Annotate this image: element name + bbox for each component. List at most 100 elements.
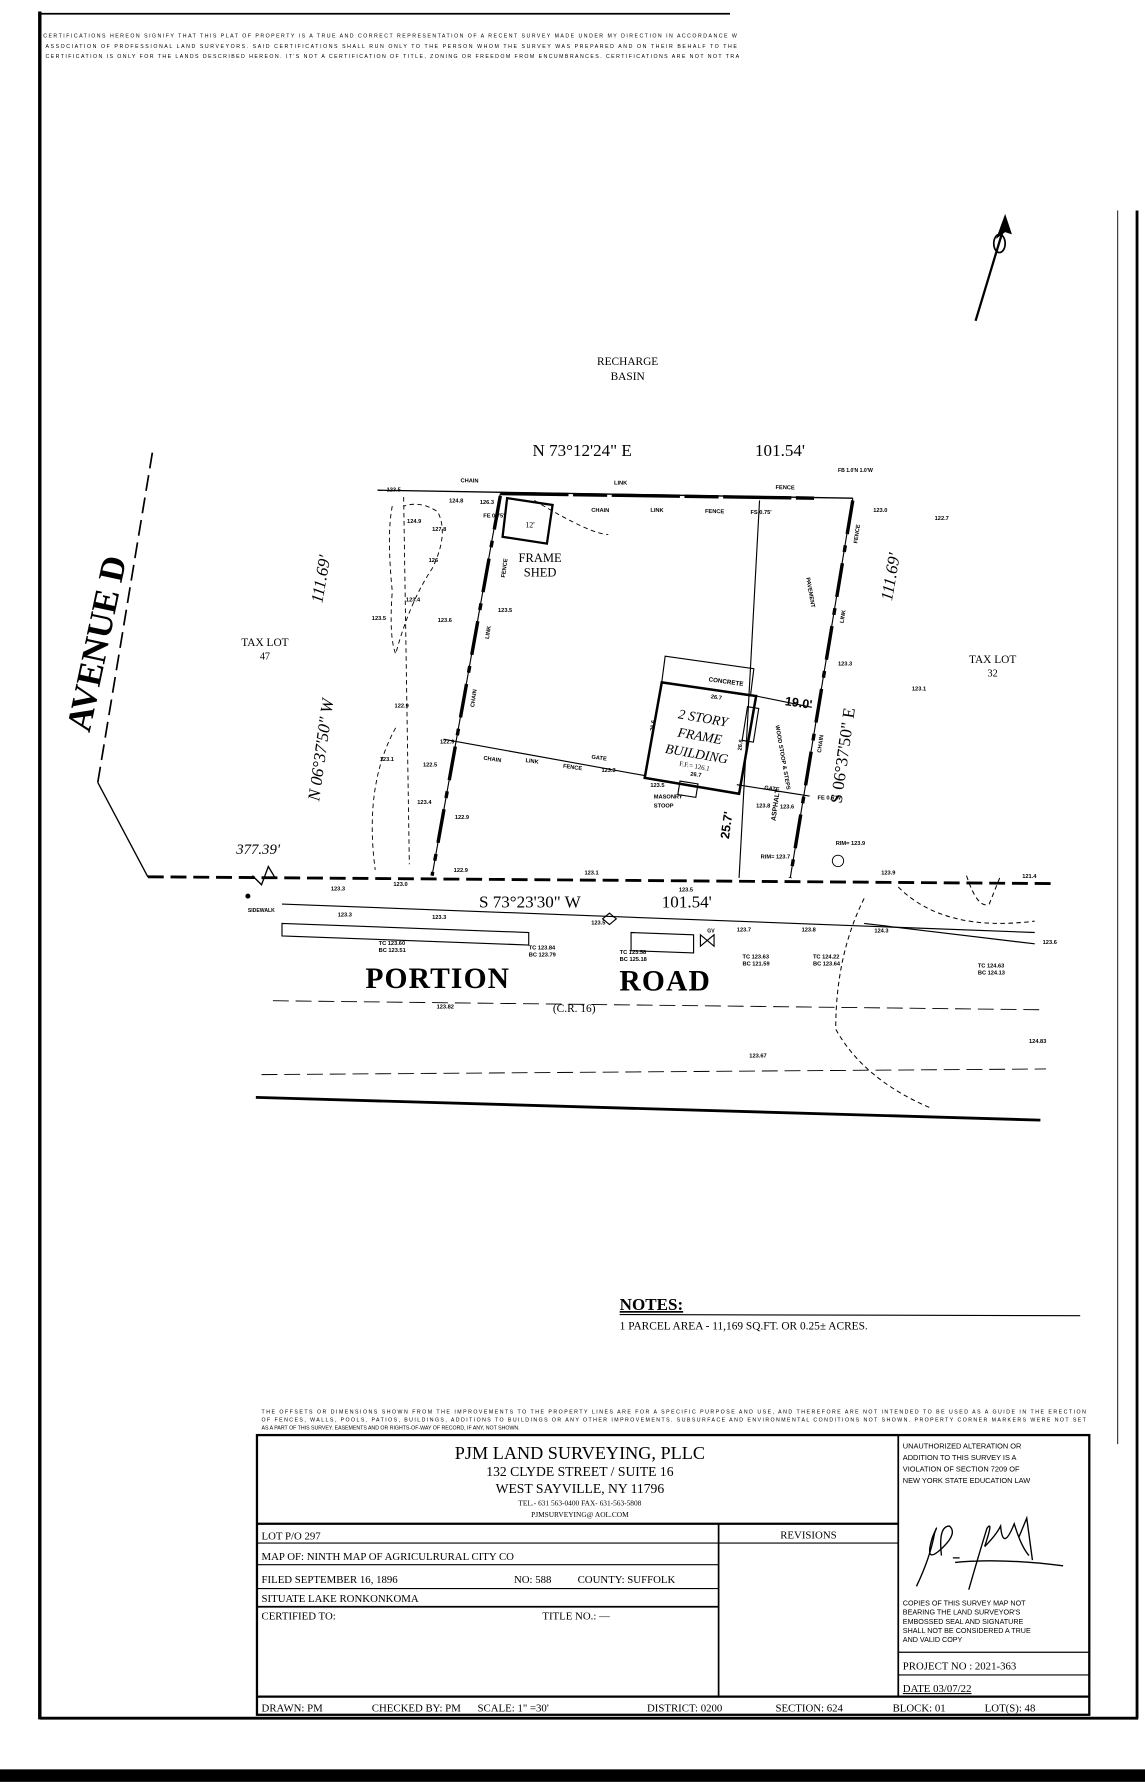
avenue-d-line [96, 452, 154, 878]
map-annotation: 123.4 [406, 598, 421, 604]
svg-text:ADDITION TO THIS SURVEY IS A: ADDITION TO THIS SURVEY IS A [903, 1453, 1017, 1462]
map-of-field: MAP OF: NINTH MAP OF AGRICULRURAL CITY C… [262, 1551, 515, 1563]
map-annotation: SIDEWALK [248, 908, 275, 914]
title-number-field: TITLE NO.: — [542, 1610, 610, 1622]
company-email: PJMSURVEYING@ AOL.COM [531, 1510, 629, 1519]
map-annotation: 26.7 [710, 694, 722, 701]
map-annotation: TC 123.84 [529, 946, 556, 952]
east-bearing: S 06°37'50" E [827, 706, 859, 804]
map-annotation: 123.5 [372, 616, 386, 622]
map-annotation: 122.5 [423, 762, 437, 768]
map-annotation: TC 124.22 [813, 955, 839, 961]
map-annotation: FENCE [853, 524, 862, 544]
map-annotation: 123.3 [331, 886, 345, 892]
lots: LOT(S): 48 [985, 1702, 1036, 1714]
map-annotation: LINK [485, 625, 493, 640]
two-story-building [643, 680, 758, 796]
west-bearing: N 06°37'50" W [304, 696, 338, 803]
map-annotation: 123.9 [881, 871, 895, 877]
map-annotations: CHAIN LINK FENCE CHAIN LINK FENCE FENCE LINK CHA… [248, 468, 1057, 1060]
corner-distance: 377.39' [235, 842, 281, 858]
map-annotation: GV [707, 929, 715, 935]
tax-lot-47-number: 47 [260, 652, 270, 663]
map-annotation: 26.7 [690, 772, 702, 779]
map-annotation: FENCE [705, 509, 725, 515]
svg-text:NEW YORK STATE EDUCATION LAW: NEW YORK STATE EDUCATION LAW [903, 1476, 1030, 1485]
map-annotation: 127.8 [432, 527, 446, 533]
svg-text:CERTIFICATIONS HEREON SIGNIFY: CERTIFICATIONS HEREON SIGNIFY THAT THIS … [43, 34, 737, 40]
map-annotation: LINK [525, 758, 540, 766]
situate-field: SITUATE LAKE RONKONKOMA [262, 1593, 419, 1605]
map-annotation: FENCE [501, 558, 510, 578]
county-field: COUNTY: SUFFOLK [578, 1574, 676, 1586]
shed-label: SHED [524, 566, 557, 580]
title-block [255, 1433, 1091, 1716]
map-annotation: FENCE [563, 764, 583, 773]
copies-notice: COPIES OF THIS SURVEY MAP NOT BEARING TH… [903, 1600, 1031, 1644]
map-annotation: 123.3 [601, 768, 615, 774]
map-annotation: FENCE [775, 485, 795, 491]
drawn-by: DRAWN: PM [262, 1702, 324, 1714]
surveyor-signature [915, 1515, 1064, 1590]
map-annotation: 123.8 [802, 927, 816, 933]
map-annotation: FE 0.6'W [818, 795, 842, 801]
north-bearing: N 73°12'24" E [533, 441, 632, 460]
company-phone: TEL.- 631 563-0400 FAX- 631-563-5808 [518, 1499, 641, 1508]
building-label: 2 STORY FRAME BUILDING F.F.= 126.1 [664, 706, 730, 773]
map-annotation: LINK [614, 481, 628, 487]
map-annotation: 126 [429, 558, 438, 564]
map-annotation: CONCRETE [708, 676, 744, 688]
block: BLOCK: 01 [893, 1702, 946, 1714]
south-bearing: S 73°23'30" W [479, 892, 582, 911]
map-annotation: CHAIN [591, 508, 609, 514]
map-annotation: 123.1 [380, 757, 394, 763]
lot-field: LOT P/O 297 [262, 1531, 322, 1543]
map-annotation: BC 124.13 [978, 971, 1005, 977]
map-annotation: LINK [650, 508, 664, 514]
map-annotation: 123.6 [780, 805, 794, 811]
svg-text:ASSOCIATION OF PROFESSIONAL LA: ASSOCIATION OF PROFESSIONAL LAND SURVEYO… [45, 44, 737, 50]
map-annotation: CHAIN [460, 478, 478, 484]
map-annotation: BC 125.18 [620, 957, 647, 963]
map-annotation: 25.7' [718, 811, 736, 840]
map-annotation: 26.6 [737, 739, 744, 751]
map-annotation: RIM= 123.7 [761, 855, 790, 861]
shed-label: FRAME [519, 551, 562, 565]
svg-text:CERTIFICATION IS ONLY FOR THE: CERTIFICATION IS ONLY FOR THE LANDS DESC… [45, 54, 739, 60]
tax-lot-47: TAX LOT [241, 637, 288, 649]
map-annotation: 123.6 [1043, 940, 1057, 946]
map-annotation: ASPHALT [771, 788, 782, 821]
alteration-warning: UNAUTHORIZED ALTERATION OR ADDITION TO T… [903, 1442, 1030, 1485]
map-annotation: 123.3 [838, 661, 852, 667]
map-annotation: RIM= 123.9 [836, 841, 865, 847]
section: SECTION: 624 [775, 1702, 843, 1714]
map-annotation: WOOD STOOP & STEPS [773, 725, 790, 791]
map-annotation: 126.3 [480, 500, 494, 506]
company-address: 132 CLYDE STREET / SUITE 16 [486, 1464, 673, 1479]
filed-number: NO: 588 [514, 1574, 552, 1586]
map-annotation: GATE [591, 755, 607, 763]
avenue-d-label: AVENUE D [59, 552, 134, 735]
map-annotation: 123.5 [498, 608, 512, 614]
note-item: 1 PARCEL AREA - 11,169 SQ.FT. OR 0.25± A… [620, 1320, 868, 1332]
map-annotation: FB 1.0'N 1.0'W [838, 468, 873, 474]
map-annotation: CHAIN [470, 689, 478, 708]
map-annotation: BC 123.51 [379, 948, 406, 954]
map-annotation: PAVEMENT [804, 577, 815, 609]
map-annotation: 121.4 [1022, 874, 1037, 880]
survey-date: DATE 03/07/22 [903, 1683, 972, 1695]
map-annotation: 123.67 [749, 1054, 766, 1060]
map-annotation: BC 121.59 [742, 961, 769, 967]
map-annotation: BC 123.79 [529, 952, 556, 958]
map-annotation: 123.0 [873, 508, 887, 514]
checked-by: CHECKED BY: PM [372, 1702, 461, 1714]
map-annotation: CHAIN [483, 756, 502, 764]
north-distance: 101.54' [755, 441, 805, 460]
disclaimer-text: THE OFFSETS OR DIMENSIONS SHOWN FROM THE… [262, 1409, 1087, 1431]
tax-lot-32-number: 32 [988, 669, 998, 680]
map-annotation: 19.0' [784, 694, 813, 712]
map-annotation: LINK [840, 609, 848, 624]
map-annotation: GATE [764, 785, 780, 793]
recharge-basin-label: RECHARGE [597, 356, 658, 368]
map-annotation: 122.7 [935, 516, 949, 522]
